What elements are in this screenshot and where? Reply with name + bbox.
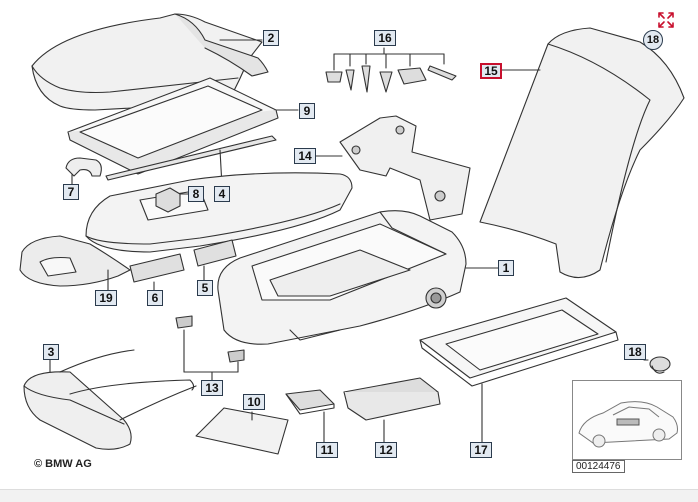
part-bracket [315,115,471,221]
callout-2[interactable]: 2 [263,30,279,46]
callout-8[interactable]: 8 [188,186,204,202]
part-tray-liner [419,297,619,443]
callout-4[interactable]: 4 [214,186,230,202]
callout-17[interactable]: 17 [470,442,492,458]
part-small-tray [285,389,335,443]
part-armrest-pad [23,349,197,450]
callout-5[interactable]: 5 [197,280,213,296]
scroll-area-bottom [0,489,698,502]
callout-19[interactable]: 19 [95,290,117,306]
car-silhouette-icon [578,401,678,448]
part-clip-fasteners [175,315,245,381]
part-fastener-set [325,47,457,93]
callout-6[interactable]: 6 [147,290,163,306]
part-latch [155,187,189,213]
callout-1[interactable]: 1 [498,260,514,276]
callout-14[interactable]: 14 [294,148,316,164]
callout-13[interactable]: 13 [201,380,223,396]
callout-3[interactable]: 3 [43,344,59,360]
callout-12[interactable]: 12 [375,442,397,458]
part-console-body [217,210,499,345]
vehicle-location-inset [572,380,682,460]
part-clip [65,157,102,185]
diagram-number: 00124476 [572,460,625,473]
copyright-text: © BMW AG [34,458,92,470]
callout-18[interactable]: 18 [624,344,646,360]
callout-15-highlighted[interactable]: 15 [480,63,502,79]
callout-7[interactable]: 7 [63,184,79,200]
part-lower-trim [19,235,131,291]
callout-9[interactable]: 9 [299,103,315,119]
part-side-panel [479,27,685,279]
callout-18-round[interactable]: 18 [643,30,663,50]
part-glass-panel [195,407,289,455]
expand-arrows-icon[interactable] [656,10,676,30]
part-ashtray-insert [343,377,441,443]
part-pad-5 [193,239,237,281]
callout-11[interactable]: 11 [316,442,338,458]
callout-10[interactable]: 10 [243,394,265,410]
callout-16[interactable]: 16 [374,30,396,46]
part-hinge-frame [67,77,299,175]
part-plug [643,356,671,374]
part-pad-6 [129,253,185,291]
